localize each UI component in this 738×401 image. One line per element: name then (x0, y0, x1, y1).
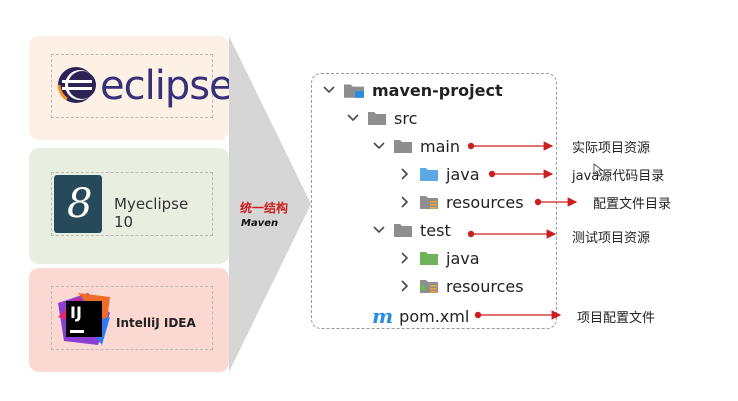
project-tree-frame (311, 73, 557, 329)
resources-folder-icon (420, 196, 438, 209)
chevron-down-icon[interactable] (346, 111, 360, 125)
tree-row-test-java[interactable]: java (398, 246, 480, 270)
idea-card: IJ IntelliJ IDEA (29, 268, 229, 372)
eclipse-name: eclipse (100, 63, 234, 109)
chevron-right-icon[interactable] (398, 195, 412, 209)
folder-icon (394, 140, 412, 153)
annotation-main: 实际项目资源 (572, 141, 651, 156)
tree-row-src[interactable]: src (346, 106, 417, 130)
maven-label: Maven (241, 218, 279, 229)
idea-name: IntelliJ IDEA (116, 316, 196, 330)
tree-row-main[interactable]: main (372, 134, 460, 158)
tree-label-test: test (420, 220, 451, 240)
tree-label-main-resources: resources (446, 192, 524, 212)
arrow-resources (534, 197, 578, 207)
test-resources-folder-icon (420, 280, 438, 293)
eclipse-logo-icon (57, 67, 96, 103)
tree-row-test-resources[interactable]: resources (398, 274, 524, 298)
tree-row-pom[interactable]: m pom.xml (372, 304, 469, 328)
idea-logo-frame: IJ IntelliJ IDEA (51, 286, 213, 350)
myeclipse-name: Myeclipse 10 (114, 195, 189, 231)
tree-row-test[interactable]: test (372, 218, 451, 242)
test-source-folder-icon (420, 252, 438, 265)
tree-label-src: src (394, 108, 418, 128)
myeclipse-logo-glyph: 8 (67, 181, 93, 227)
big-arrow-shape (229, 36, 311, 372)
tree-label-pom: pom.xml (399, 306, 470, 326)
annotation-resources: 配置文件目录 (593, 197, 672, 212)
arrow-main (467, 141, 554, 151)
intellij-logo-glyph: IJ (70, 303, 82, 322)
chevron-right-icon[interactable] (398, 167, 412, 181)
chevron-down-icon[interactable] (372, 139, 386, 153)
folder-icon (368, 112, 386, 125)
maven-file-icon: m (372, 304, 394, 328)
myeclipse-logo-icon: 8 (54, 175, 102, 233)
chevron-down-icon[interactable] (322, 83, 336, 97)
arrow-pom (474, 310, 562, 320)
source-folder-icon (420, 168, 438, 181)
chevron-down-icon[interactable] (372, 223, 386, 237)
unified-structure-label: 统一结构 (240, 201, 289, 215)
arrow-test (467, 229, 557, 239)
myeclipse-card: 8 Myeclipse 10 (29, 148, 229, 264)
tree-label-main-java: java (446, 164, 480, 184)
tree-label-test-java: java (446, 248, 480, 268)
folder-icon (394, 224, 412, 237)
annotation-test: 测试项目资源 (572, 231, 651, 246)
chevron-right-icon[interactable] (398, 251, 412, 265)
tree-row-main-java[interactable]: java (398, 162, 480, 186)
chevron-right-icon[interactable] (398, 279, 412, 293)
eclipse-logo-frame: eclipse (51, 54, 234, 118)
eclipse-card: eclipse (29, 36, 234, 140)
tree-label-main: main (420, 136, 460, 156)
annotation-java: java源代码目录 (572, 169, 665, 184)
tree-label-root: maven-project (372, 80, 503, 100)
myeclipse-logo-frame: 8 Myeclipse 10 (51, 172, 213, 236)
tree-label-test-resources: resources (446, 276, 524, 296)
mouse-cursor-icon (593, 163, 603, 177)
arrow-java (488, 169, 554, 179)
tree-row-main-resources[interactable]: resources (398, 190, 524, 214)
tree-row-root[interactable]: maven-project (322, 78, 503, 102)
intellij-logo-icon: IJ (58, 293, 110, 345)
module-folder-icon (344, 84, 364, 98)
annotation-pom: 项目配置文件 (577, 311, 656, 326)
